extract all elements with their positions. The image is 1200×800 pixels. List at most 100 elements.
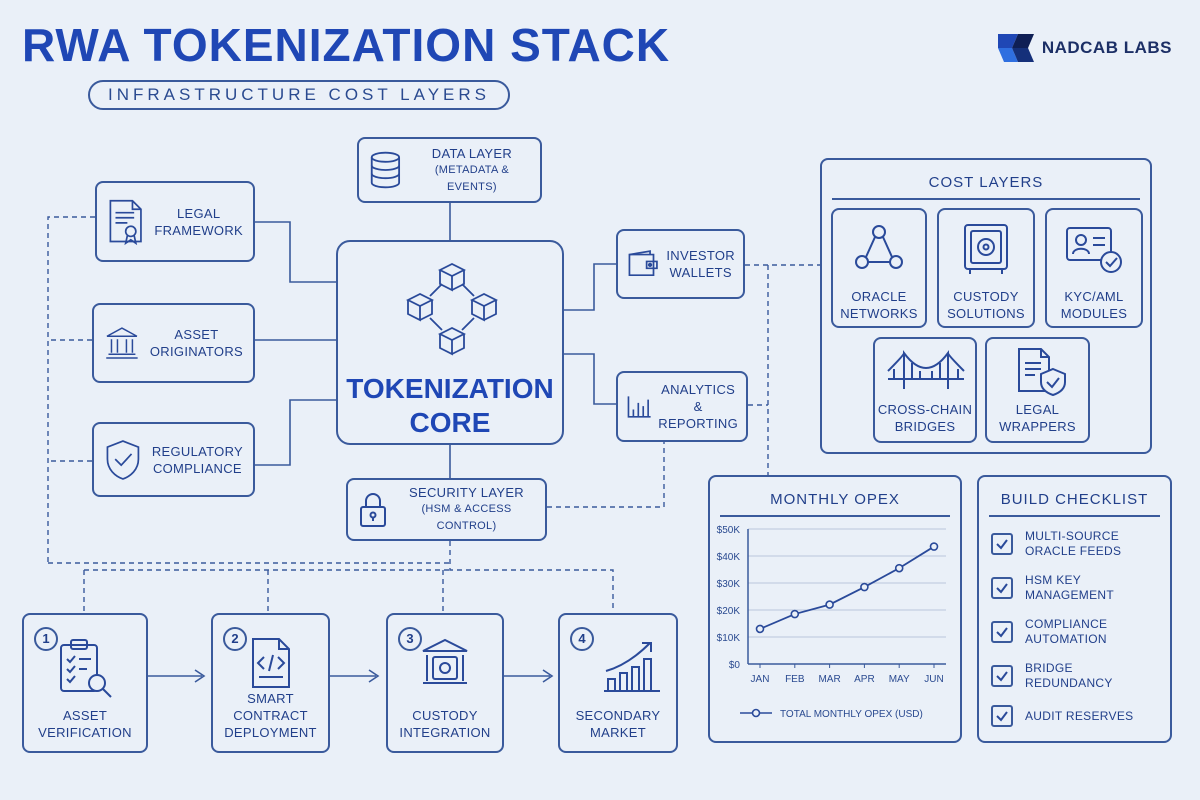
checklist-item-line2: AUTOMATION (1025, 632, 1107, 646)
data-layer-subtitle: (METADATA & EVENTS) (434, 163, 510, 193)
investor-wallets-node[interactable]: INVESTOR WALLETS (616, 229, 745, 299)
y-tick-label: $40K (717, 552, 741, 563)
step-secondary-market[interactable]: 4 SECONDARY MARKET (558, 613, 678, 753)
step-4-badge: 4 (570, 627, 594, 651)
bridge-icon (887, 349, 965, 389)
analytics-reporting-node[interactable]: ANALYTICS & REPORTING (616, 371, 748, 442)
opex-series-line (759, 545, 935, 630)
cost-layers-title: COST LAYERS (832, 168, 1140, 200)
opex-data-point (825, 600, 834, 609)
step-3-line2: INTEGRATION (399, 725, 491, 740)
blocks-network-icon (405, 262, 499, 356)
opex-data-point (790, 609, 800, 619)
security-layer-node[interactable]: SECURITY LAYER (HSM & ACCESS CONTROL) (346, 478, 547, 541)
step-2-line1: SMART (247, 691, 294, 706)
cost-layers-panel: COST LAYERS ORACLE NETWORKS CUSTODY SOLU… (820, 158, 1152, 454)
cost-item-legal-wrappers[interactable]: LEGAL WRAPPERS (985, 337, 1090, 443)
shield-document-icon (1018, 348, 1066, 397)
growth-chart-icon (603, 642, 660, 692)
opex-data-point (755, 624, 765, 634)
checklist-item-line2: ORACLE FEEDS (1025, 544, 1122, 558)
x-tick-label: JAN (751, 674, 770, 685)
clipboard-search-icon (60, 639, 112, 698)
core-title-line2: CORE (409, 407, 491, 438)
x-tick-label: MAR (818, 674, 840, 685)
regulatory-compliance-node[interactable]: REGULATORY COMPLIANCE (92, 422, 255, 497)
page-subtitle: INFRASTRUCTURE COST LAYERS (88, 80, 510, 110)
opex-data-point (929, 542, 939, 551)
checkbox-checked-icon[interactable] (991, 577, 1013, 599)
safe-icon (964, 224, 1008, 274)
step-2-line3: DEPLOYMENT (224, 725, 317, 740)
step-1-line2: VERIFICATION (38, 725, 132, 740)
checklist-item-line1: BRIDGE (1025, 661, 1073, 675)
x-tick-label: FEB (785, 674, 805, 685)
step-custody-integration[interactable]: 3 CUSTODY INTEGRATION (386, 613, 504, 753)
step-asset-verification[interactable]: 1 ASSET VERIFICATION (22, 613, 148, 753)
cost-item-oracle-line2: NETWORKS (840, 306, 918, 321)
wallet-icon (628, 250, 658, 277)
cost-item-custody-line2: SOLUTIONS (947, 306, 1025, 321)
x-tick-label: JUN (924, 674, 943, 685)
cost-item-legal-wrappers-line1: LEGAL (1015, 402, 1060, 417)
legal-framework-node[interactable]: LEGAL FRAMEWORK (95, 181, 255, 262)
checkbox-checked-icon[interactable] (991, 705, 1013, 727)
x-tick-label: APR (854, 674, 875, 685)
checklist-title: BUILD CHECKLIST (989, 485, 1160, 517)
lock-icon (360, 492, 386, 527)
nadcab-logo-icon (997, 34, 1034, 62)
vault-building-icon (422, 638, 468, 684)
checklist-item-line2: MANAGEMENT (1025, 588, 1115, 602)
legal-framework-line1: LEGAL (176, 205, 221, 221)
step-3-badge: 3 (398, 627, 422, 651)
legal-framework-line2: FRAMEWORK (154, 222, 243, 238)
page-title: RWA TOKENIZATION STACK (22, 19, 671, 71)
cost-item-oracle[interactable]: ORACLE NETWORKS (831, 208, 927, 328)
certificate-icon (109, 199, 142, 245)
cost-item-kyc[interactable]: KYC/AML MODULES (1045, 208, 1143, 328)
brand-name: NADCAB LABS (1041, 38, 1172, 57)
cost-item-kyc-line1: KYC/AML (1064, 289, 1124, 304)
security-layer-subtitle: (HSM & ACCESS CONTROL) (421, 503, 512, 532)
step-4-line1: SECONDARY (575, 708, 661, 723)
legend-label: TOTAL MONTHLY OPEX (USD) (780, 709, 923, 720)
tokenization-core-node[interactable]: TOKENIZATION CORE (336, 240, 564, 445)
checklist-item-line1: COMPLIANCE (1025, 617, 1108, 631)
x-tick-label: MAY (889, 674, 910, 685)
checklist-item[interactable]: AUDIT RESERVES (991, 705, 1162, 727)
step-1-badge: 1 (34, 627, 58, 651)
code-file-icon (251, 638, 290, 688)
y-tick-label: $10K (717, 633, 741, 644)
security-layer-title: SECURITY LAYER (409, 485, 524, 500)
y-tick-label: $0 (729, 660, 741, 671)
checklist-item-line1: AUDIT RESERVES (1025, 708, 1134, 723)
checklist-item-line2: REDUNDANCY (1025, 676, 1113, 690)
legend-marker (751, 708, 761, 718)
step-smart-contract[interactable]: 2 SMART CONTRACT DEPLOYMENT (211, 613, 330, 753)
cost-item-bridges[interactable]: CROSS-CHAIN BRIDGES (873, 337, 977, 443)
asset-originators-node[interactable]: ASSET ORIGINATORS (92, 303, 255, 383)
data-layer-node[interactable]: DATA LAYER (METADATA & EVENTS) (357, 137, 542, 203)
checkbox-checked-icon[interactable] (991, 533, 1013, 555)
investor-wallets-line1: INVESTOR (666, 248, 735, 263)
cost-item-oracle-line1: ORACLE (851, 289, 907, 304)
checkbox-checked-icon[interactable] (991, 665, 1013, 687)
asset-originators-line1: ASSET (174, 327, 219, 342)
checkbox-checked-icon[interactable] (991, 621, 1013, 643)
y-tick-label: $30K (717, 579, 741, 590)
chart-title: MONTHLY OPEX (720, 485, 950, 517)
analytics-line1: ANALYTICS & (661, 382, 736, 414)
core-title-line1: TOKENIZATION (346, 373, 554, 404)
id-card-icon (1066, 227, 1122, 273)
cost-item-custody[interactable]: CUSTODY SOLUTIONS (937, 208, 1035, 328)
asset-originators-line2: ORIGINATORS (149, 344, 243, 359)
brand-logo: NADCAB LABS (996, 30, 1172, 66)
bank-icon (106, 327, 138, 359)
